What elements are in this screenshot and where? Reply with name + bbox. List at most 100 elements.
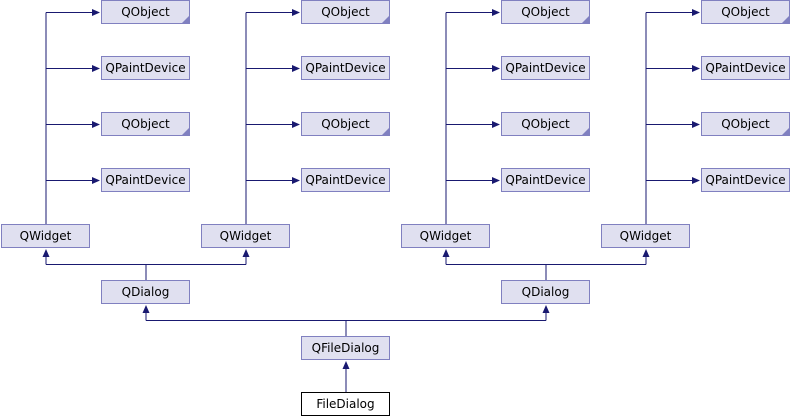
class-label: QWidget bbox=[420, 229, 472, 243]
edge-arrowhead bbox=[692, 121, 700, 128]
edge-arrowhead bbox=[292, 177, 300, 184]
edge-group-qdialog-2 bbox=[442, 249, 650, 280]
external-link-corner-icon bbox=[782, 128, 789, 135]
class-box bbox=[301, 168, 390, 192]
class-node-qwidget-1[interactable]: QWidget bbox=[1, 224, 90, 248]
edge-arrowhead bbox=[292, 65, 300, 72]
class-label: QObject bbox=[521, 117, 570, 131]
class-node-qobject-5[interactable]: QObject bbox=[501, 0, 590, 24]
class-box bbox=[101, 280, 190, 304]
edge-arrowhead bbox=[142, 305, 150, 313]
class-node-qpaintdevice-7[interactable]: QPaintDevice bbox=[701, 56, 790, 80]
class-box bbox=[501, 280, 590, 304]
class-node-qdialog-2[interactable]: QDialog bbox=[501, 280, 590, 304]
class-node-qwidget-4[interactable]: QWidget bbox=[601, 224, 690, 248]
edge-arrowhead bbox=[292, 9, 300, 16]
edge-arrowhead bbox=[692, 9, 700, 16]
class-node-qpaintdevice-6[interactable]: QPaintDevice bbox=[501, 168, 590, 192]
class-label: QObject bbox=[721, 117, 770, 131]
edge-arrowhead bbox=[92, 177, 100, 184]
class-node-qobject-2[interactable]: QObject bbox=[101, 112, 190, 136]
external-link-corner-icon bbox=[382, 128, 389, 135]
edge-arrowhead bbox=[492, 9, 500, 16]
edge-arrowhead bbox=[242, 249, 250, 257]
external-link-corner-icon bbox=[582, 16, 589, 23]
class-box bbox=[101, 168, 190, 192]
class-box bbox=[201, 224, 290, 248]
class-box bbox=[101, 56, 190, 80]
edge-group-qwidget-2 bbox=[245, 9, 300, 224]
class-box bbox=[401, 224, 490, 248]
edge-arrowhead bbox=[92, 65, 100, 72]
class-label: QWidget bbox=[220, 229, 272, 243]
class-label: QWidget bbox=[20, 229, 72, 243]
class-label: QFileDialog bbox=[312, 341, 380, 355]
edge-group-qdialog-1 bbox=[42, 249, 250, 280]
edge-arrowhead bbox=[342, 361, 350, 369]
edge-arrowhead bbox=[292, 121, 300, 128]
class-node-qobject-6[interactable]: QObject bbox=[501, 112, 590, 136]
class-label: QObject bbox=[721, 5, 770, 19]
class-box bbox=[301, 336, 390, 360]
class-label: QDialog bbox=[522, 285, 570, 299]
edge-arrowhead bbox=[492, 121, 500, 128]
external-link-corner-icon bbox=[182, 16, 189, 23]
edge-group-qwidget-3 bbox=[445, 9, 500, 224]
class-label: QPaintDevice bbox=[305, 61, 385, 75]
class-box bbox=[501, 112, 590, 136]
class-label: QPaintDevice bbox=[705, 61, 785, 75]
class-node-qpaintdevice-5[interactable]: QPaintDevice bbox=[501, 56, 590, 80]
external-link-corner-icon bbox=[782, 16, 789, 23]
edge-arrowhead bbox=[642, 249, 650, 257]
edge-arrowhead bbox=[542, 305, 550, 313]
external-link-corner-icon bbox=[382, 16, 389, 23]
edge-group-filedialog bbox=[342, 361, 350, 392]
class-box bbox=[301, 112, 390, 136]
edge-group-qwidget-4 bbox=[645, 9, 700, 224]
class-node-qobject-4[interactable]: QObject bbox=[301, 112, 390, 136]
class-label: QPaintDevice bbox=[505, 61, 585, 75]
class-node-qobject-3[interactable]: QObject bbox=[301, 0, 390, 24]
class-box bbox=[301, 0, 390, 24]
class-box bbox=[101, 112, 190, 136]
edge-arrowhead bbox=[92, 9, 100, 16]
class-node-qpaintdevice-2[interactable]: QPaintDevice bbox=[101, 168, 190, 192]
edge-arrowhead bbox=[692, 65, 700, 72]
class-label: QObject bbox=[121, 117, 170, 131]
class-box bbox=[501, 168, 590, 192]
class-node-qdialog-1[interactable]: QDialog bbox=[101, 280, 190, 304]
class-box bbox=[1, 224, 90, 248]
class-node-qwidget-3[interactable]: QWidget bbox=[401, 224, 490, 248]
class-node-qfiledialog[interactable]: QFileDialog bbox=[301, 336, 390, 360]
class-label: FileDialog bbox=[316, 397, 374, 411]
class-node-qpaintdevice-4[interactable]: QPaintDevice bbox=[301, 168, 390, 192]
class-node-filedialog[interactable]: FileDialog bbox=[301, 392, 390, 416]
class-label: QWidget bbox=[620, 229, 672, 243]
class-box bbox=[601, 224, 690, 248]
class-node-qobject-8[interactable]: QObject bbox=[701, 112, 790, 136]
class-label: QDialog bbox=[122, 285, 170, 299]
class-box bbox=[501, 0, 590, 24]
class-label: QObject bbox=[521, 5, 570, 19]
class-label: QObject bbox=[321, 117, 370, 131]
edge-arrowhead bbox=[492, 65, 500, 72]
class-node-qpaintdevice-8[interactable]: QPaintDevice bbox=[701, 168, 790, 192]
class-label: QPaintDevice bbox=[705, 173, 785, 187]
class-box bbox=[501, 56, 590, 80]
class-node-qobject-7[interactable]: QObject bbox=[701, 0, 790, 24]
class-label: QPaintDevice bbox=[105, 173, 185, 187]
class-node-qpaintdevice-3[interactable]: QPaintDevice bbox=[301, 56, 390, 80]
edge-arrowhead bbox=[692, 177, 700, 184]
class-node-qpaintdevice-1[interactable]: QPaintDevice bbox=[101, 56, 190, 80]
edge-group-qfiledialog bbox=[142, 305, 550, 336]
external-link-corner-icon bbox=[182, 128, 189, 135]
class-label: QObject bbox=[121, 5, 170, 19]
class-node-qwidget-2[interactable]: QWidget bbox=[201, 224, 290, 248]
class-node-qobject-1[interactable]: QObject bbox=[101, 0, 190, 24]
edge-arrowhead bbox=[492, 177, 500, 184]
external-link-corner-icon bbox=[582, 128, 589, 135]
class-label: QObject bbox=[321, 5, 370, 19]
class-box bbox=[101, 0, 190, 24]
